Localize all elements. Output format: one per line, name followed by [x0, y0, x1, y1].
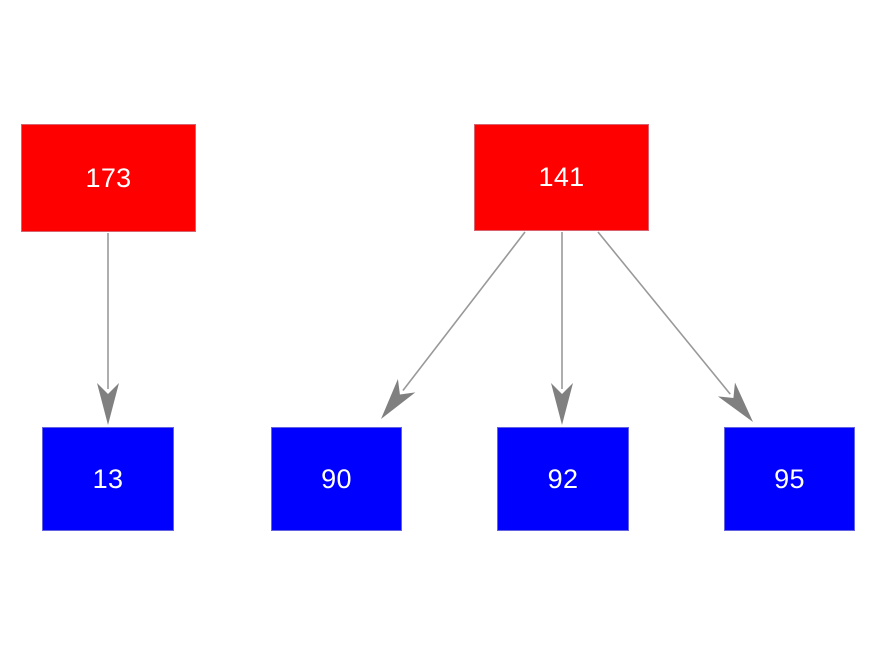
- node-label: 13: [92, 463, 124, 494]
- node-label: 90: [321, 463, 352, 494]
- edge-line: [597, 231, 731, 395]
- node-141[interactable]: 141: [474, 124, 649, 231]
- node-173[interactable]: 173: [21, 124, 196, 232]
- node-95[interactable]: 95: [724, 427, 855, 531]
- arrowhead-icon: [97, 383, 119, 425]
- edge-line: [402, 231, 526, 391]
- node-92[interactable]: 92: [497, 427, 629, 531]
- node-label: 141: [538, 162, 585, 192]
- node-label: 95: [774, 463, 805, 494]
- arrowhead-icon: [717, 382, 753, 422]
- node-90[interactable]: 90: [271, 427, 402, 531]
- node-label: 173: [85, 162, 132, 193]
- arrowhead-icon: [551, 383, 573, 425]
- arrowhead-icon: [381, 379, 416, 419]
- node-label: 92: [547, 463, 579, 494]
- node-13[interactable]: 13: [42, 427, 174, 531]
